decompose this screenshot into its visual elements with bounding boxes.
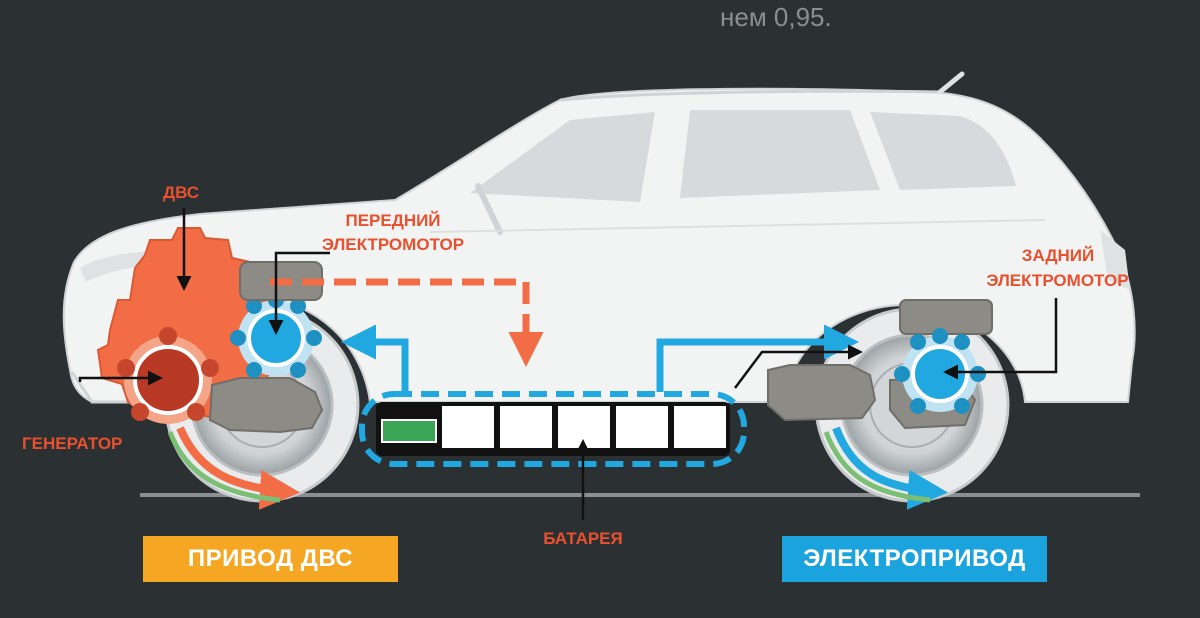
rear-electric-flow-arrow <box>656 324 859 392</box>
front-gearbox <box>208 377 324 434</box>
front-bumper <box>70 371 140 404</box>
rear-motor-icon <box>894 328 986 414</box>
rear-window <box>870 112 1016 190</box>
ice-power-flow-arrow <box>270 278 544 367</box>
label-rear-motor-line2: ЭЛЕКТРОМОТОР <box>986 271 1129 290</box>
label-front-motor-line2: ЭЛЕКТРОМОТОР <box>321 235 465 254</box>
rear-lamp <box>1100 230 1130 290</box>
front-motor-icon <box>230 292 322 378</box>
ice-drive-arrow-green <box>167 431 281 503</box>
electric-drive-arrow-green <box>823 431 931 503</box>
leader-rear-motor <box>943 298 1058 380</box>
leader-generator <box>78 370 163 386</box>
leader-front-motor <box>268 251 330 335</box>
electric-drive-arrow <box>832 426 948 510</box>
front-electric-flow-arrow <box>341 324 409 392</box>
ice-drive-arrow <box>176 426 300 510</box>
label-front-motor-line1: ПЕРЕДНИЙ <box>345 211 441 230</box>
generator-icon <box>117 327 219 424</box>
front-window <box>470 112 655 202</box>
rear-gearbox <box>767 364 877 422</box>
rear-inverter-box <box>899 299 993 335</box>
middle-window <box>680 110 880 198</box>
antenna <box>937 71 965 95</box>
label-generator: ГЕНЕРАТОР <box>22 434 123 453</box>
ice-drive-button: ПРИВОД ДВС <box>143 536 398 582</box>
label-battery: БАТАРЕЯ <box>543 529 623 548</box>
electric-drive-button: ЭЛЕКТРОПРИВОД <box>782 536 1047 582</box>
b-pillar <box>651 107 679 205</box>
battery-pack <box>359 391 747 467</box>
label-ice: ДВС <box>163 183 200 202</box>
roof-rail <box>559 89 941 102</box>
door-line <box>429 219 1046 233</box>
leader-rear-inverter <box>734 344 863 389</box>
partial-caption: нем 0,95. <box>720 2 832 32</box>
label-rear-motor-line1: ЗАДНИЙ <box>1021 246 1095 265</box>
wiper <box>475 183 503 235</box>
